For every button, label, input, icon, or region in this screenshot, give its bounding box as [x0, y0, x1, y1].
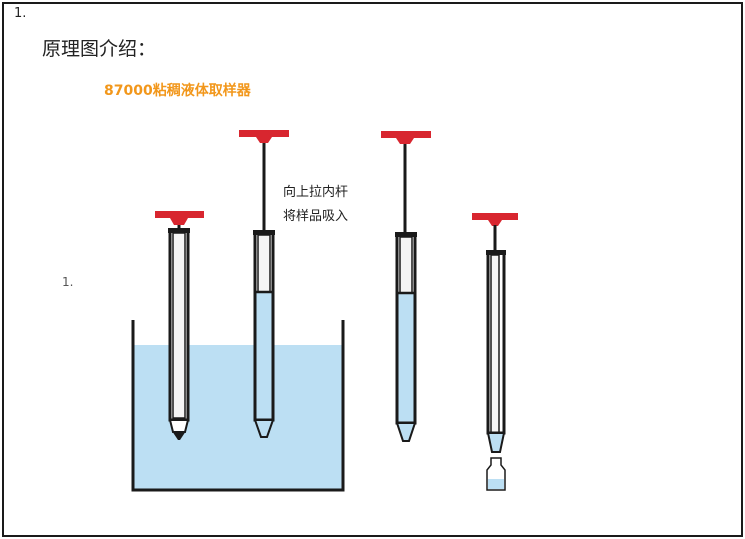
sampler-4 [472, 213, 518, 491]
sampler-3 [381, 131, 431, 442]
sampler-4-nozzle [486, 432, 506, 453]
beaker-wall [131, 320, 345, 492]
diagram-title: 87000粘稠液体取样器 [104, 83, 251, 99]
sampler-1-cap [168, 228, 190, 233]
sampler-1-rod [172, 232, 186, 419]
sampler-2 [239, 130, 289, 438]
sampler-1-handle [155, 211, 204, 225]
sampler-1 [155, 211, 204, 440]
sampler-3-sample [397, 293, 415, 423]
sampler-1-nozzle [168, 419, 190, 433]
sampler-4-handle [472, 213, 518, 226]
beaker-liquid [134, 345, 342, 489]
sampler-3-plunger [399, 236, 413, 294]
heading: 原理图介绍： [42, 38, 157, 60]
annotation-line-2: 将样品吸入 [283, 209, 349, 224]
item-number-side: 1. [62, 275, 74, 289]
annotation-line-1: 向上拉内杆 [283, 185, 349, 200]
sampler-2-plunger [257, 234, 271, 293]
sampler-3-cap [395, 232, 417, 237]
sampler-1-tip [172, 431, 186, 440]
sampler-2-nozzle [253, 419, 275, 438]
sampler-4-plunger [490, 254, 500, 434]
item-number-top: 1. [14, 6, 27, 21]
beaker [131, 320, 345, 492]
vial-sample [488, 479, 504, 489]
sampler-2-handle [239, 130, 289, 143]
sampler-3-nozzle [395, 422, 417, 442]
sampler-3-handle [381, 131, 431, 144]
sampler-2-cap [253, 230, 275, 235]
sampler-4-cap [486, 250, 506, 255]
sampler-2-sample [255, 292, 273, 420]
